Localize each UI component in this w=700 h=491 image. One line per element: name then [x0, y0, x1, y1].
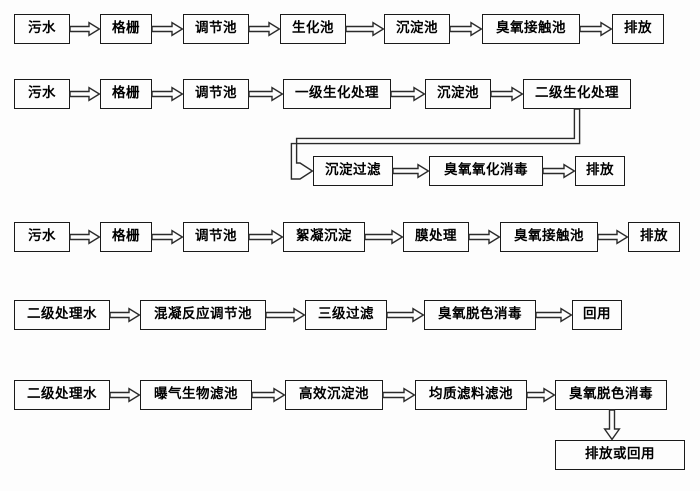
- flow-arrow-right: [542, 163, 576, 179]
- node-label: 臭氧脱色消毒: [569, 385, 653, 402]
- node-二级生化处理[interactable]: 二级生化处理: [523, 79, 631, 109]
- node-臭氧脱色消毒[interactable]: 臭氧脱色消毒: [555, 380, 667, 410]
- flow-arrow-right: [468, 229, 501, 245]
- flow-arrow-right: [449, 21, 483, 37]
- flow-arrow-right: [382, 387, 416, 403]
- flow-arrow-right: [248, 21, 281, 37]
- node-污水[interactable]: 污水: [14, 14, 70, 44]
- flow-arrow-right: [535, 307, 573, 323]
- flow-arrow-right: [69, 229, 101, 245]
- flow-arrow-right: [265, 307, 306, 323]
- node-label: 二级处理水: [27, 385, 97, 402]
- node-label: 排放: [586, 161, 614, 178]
- node-label: 排放: [624, 19, 652, 36]
- node-沉淀池[interactable]: 沉淀池: [384, 14, 450, 44]
- node-label: 絮凝沉淀: [296, 227, 352, 244]
- flow-arrow-right: [248, 229, 284, 245]
- node-label: 膜处理: [415, 227, 457, 244]
- node-label: 调节池: [195, 19, 237, 36]
- node-label: 混凝反应调节池: [154, 305, 252, 322]
- node-格栅[interactable]: 格栅: [100, 79, 152, 109]
- node-污水[interactable]: 污水: [14, 222, 70, 252]
- node-臭氧接触池[interactable]: 臭氧接触池: [500, 222, 598, 252]
- node-一级生化处理[interactable]: 一级生化处理: [283, 79, 391, 109]
- node-高效沉淀池[interactable]: 高效沉淀池: [285, 380, 383, 410]
- flow-arrow-right: [151, 229, 184, 245]
- node-label: 高效沉淀池: [299, 385, 369, 402]
- flow-arrow-right: [386, 307, 425, 323]
- node-沉淀过滤[interactable]: 沉淀过滤: [313, 156, 393, 186]
- flow-arrow-right: [364, 229, 404, 245]
- node-label: 臭氧接触池: [514, 227, 584, 244]
- node-回用[interactable]: 回用: [572, 300, 622, 330]
- node-污水[interactable]: 污水: [14, 79, 70, 109]
- node-混凝反应调节池[interactable]: 混凝反应调节池: [140, 300, 266, 330]
- flow-arrow-right: [251, 387, 286, 403]
- node-格栅[interactable]: 格栅: [100, 222, 152, 252]
- node-label: 调节池: [195, 227, 237, 244]
- node-label: 臭氧氧化消毒: [444, 161, 528, 178]
- node-label: 排放或回用: [585, 445, 655, 462]
- node-label: 曝气生物滤池: [154, 385, 238, 402]
- node-调节池[interactable]: 调节池: [183, 222, 249, 252]
- node-label: 沉淀池: [396, 19, 438, 36]
- node-絮凝沉淀[interactable]: 絮凝沉淀: [283, 222, 365, 252]
- node-label: 调节池: [195, 84, 237, 101]
- flow-arrow-right: [109, 387, 141, 403]
- node-label: 污水: [28, 84, 56, 101]
- flow-arrow-right: [151, 21, 184, 37]
- node-label: 格栅: [112, 84, 140, 101]
- node-格栅[interactable]: 格栅: [100, 14, 152, 44]
- node-排放[interactable]: 排放: [628, 222, 680, 252]
- node-臭氧脱色消毒[interactable]: 臭氧脱色消毒: [424, 300, 536, 330]
- flow-arrow-right: [151, 86, 184, 102]
- node-排放[interactable]: 排放: [575, 156, 625, 186]
- flow-arrow-right: [345, 21, 385, 37]
- flow-arrow-right: [248, 86, 284, 102]
- node-调节池[interactable]: 调节池: [183, 79, 249, 109]
- node-label: 二级处理水: [27, 305, 97, 322]
- flow-arrow-down: [603, 409, 621, 441]
- flow-arrow-right: [392, 163, 430, 179]
- node-label: 二级生化处理: [535, 84, 619, 101]
- node-label: 格栅: [112, 19, 140, 36]
- node-沉淀池[interactable]: 沉淀池: [425, 79, 491, 109]
- node-label: 格栅: [112, 227, 140, 244]
- node-曝气生物滤池[interactable]: 曝气生物滤池: [140, 380, 252, 410]
- node-二级处理水[interactable]: 二级处理水: [14, 300, 110, 330]
- node-三级过滤[interactable]: 三级过滤: [305, 300, 387, 330]
- flow-arrow-right: [390, 86, 426, 102]
- flow-arrow-right: [597, 229, 629, 245]
- node-膜处理[interactable]: 膜处理: [403, 222, 469, 252]
- node-二级处理水[interactable]: 二级处理水: [14, 380, 110, 410]
- node-生化池[interactable]: 生化池: [280, 14, 346, 44]
- node-label: 均质滤料滤池: [429, 385, 513, 402]
- node-label: 沉淀池: [437, 84, 479, 101]
- node-臭氧接触池[interactable]: 臭氧接触池: [482, 14, 580, 44]
- flow-arrow-right: [526, 387, 556, 403]
- node-label: 污水: [28, 227, 56, 244]
- node-label: 沉淀过滤: [325, 161, 381, 178]
- node-label: 回用: [583, 305, 611, 322]
- node-均质滤料滤池[interactable]: 均质滤料滤池: [415, 380, 527, 410]
- node-排放[interactable]: 排放: [612, 14, 664, 44]
- flow-arrow-right: [490, 86, 524, 102]
- node-label: 一级生化处理: [295, 84, 379, 101]
- flow-arrow-right: [109, 307, 141, 323]
- flow-arrow-right: [69, 21, 101, 37]
- node-label: 臭氧接触池: [496, 19, 566, 36]
- node-label: 生化池: [292, 19, 334, 36]
- node-label: 三级过滤: [318, 305, 374, 322]
- node-label: 排放: [640, 227, 668, 244]
- flow-arrow-right: [69, 86, 101, 102]
- node-排放或回用[interactable]: 排放或回用: [555, 440, 685, 470]
- node-label: 污水: [28, 19, 56, 36]
- node-臭氧氧化消毒[interactable]: 臭氧氧化消毒: [429, 156, 543, 186]
- node-调节池[interactable]: 调节池: [183, 14, 249, 44]
- node-label: 臭氧脱色消毒: [438, 305, 522, 322]
- flow-arrow-right: [579, 21, 613, 37]
